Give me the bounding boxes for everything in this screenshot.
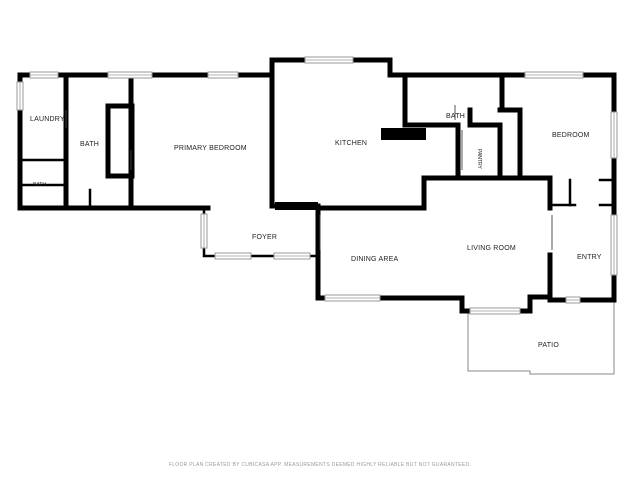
room-label-kitchen: KITCHEN bbox=[335, 140, 367, 147]
room-label-primary-bedroom: PRIMARY BEDROOM bbox=[174, 145, 247, 152]
room-label-dining-area: DINING AREA bbox=[351, 256, 398, 263]
room-label-bath-small: BATH bbox=[33, 182, 46, 188]
exterior-walls bbox=[17, 57, 617, 314]
room-label-entry: ENTRY bbox=[577, 254, 602, 261]
room-label-bedroom: BEDROOM bbox=[552, 132, 590, 139]
windows bbox=[16, 56, 618, 315]
room-label-laundry: LAUNDRY bbox=[30, 116, 65, 123]
room-label-foyer: FOYER bbox=[252, 234, 277, 241]
room-label-pantry: PANTRY bbox=[476, 149, 482, 169]
room-label-bath-left: BATH bbox=[80, 141, 99, 148]
structural-column bbox=[275, 202, 318, 210]
room-label-bath-right: BATH bbox=[446, 113, 465, 120]
interior-walls bbox=[20, 72, 616, 301]
patio-outline bbox=[467, 300, 615, 375]
kitchen-counter bbox=[381, 128, 426, 140]
footer-disclaimer: FLOOR PLAN CREATED BY CUBICASA APP. MEAS… bbox=[169, 462, 471, 468]
room-label-living-room: LIVING ROOM bbox=[467, 245, 516, 252]
room-label-patio: PATIO bbox=[538, 342, 559, 349]
door-details bbox=[65, 105, 553, 250]
